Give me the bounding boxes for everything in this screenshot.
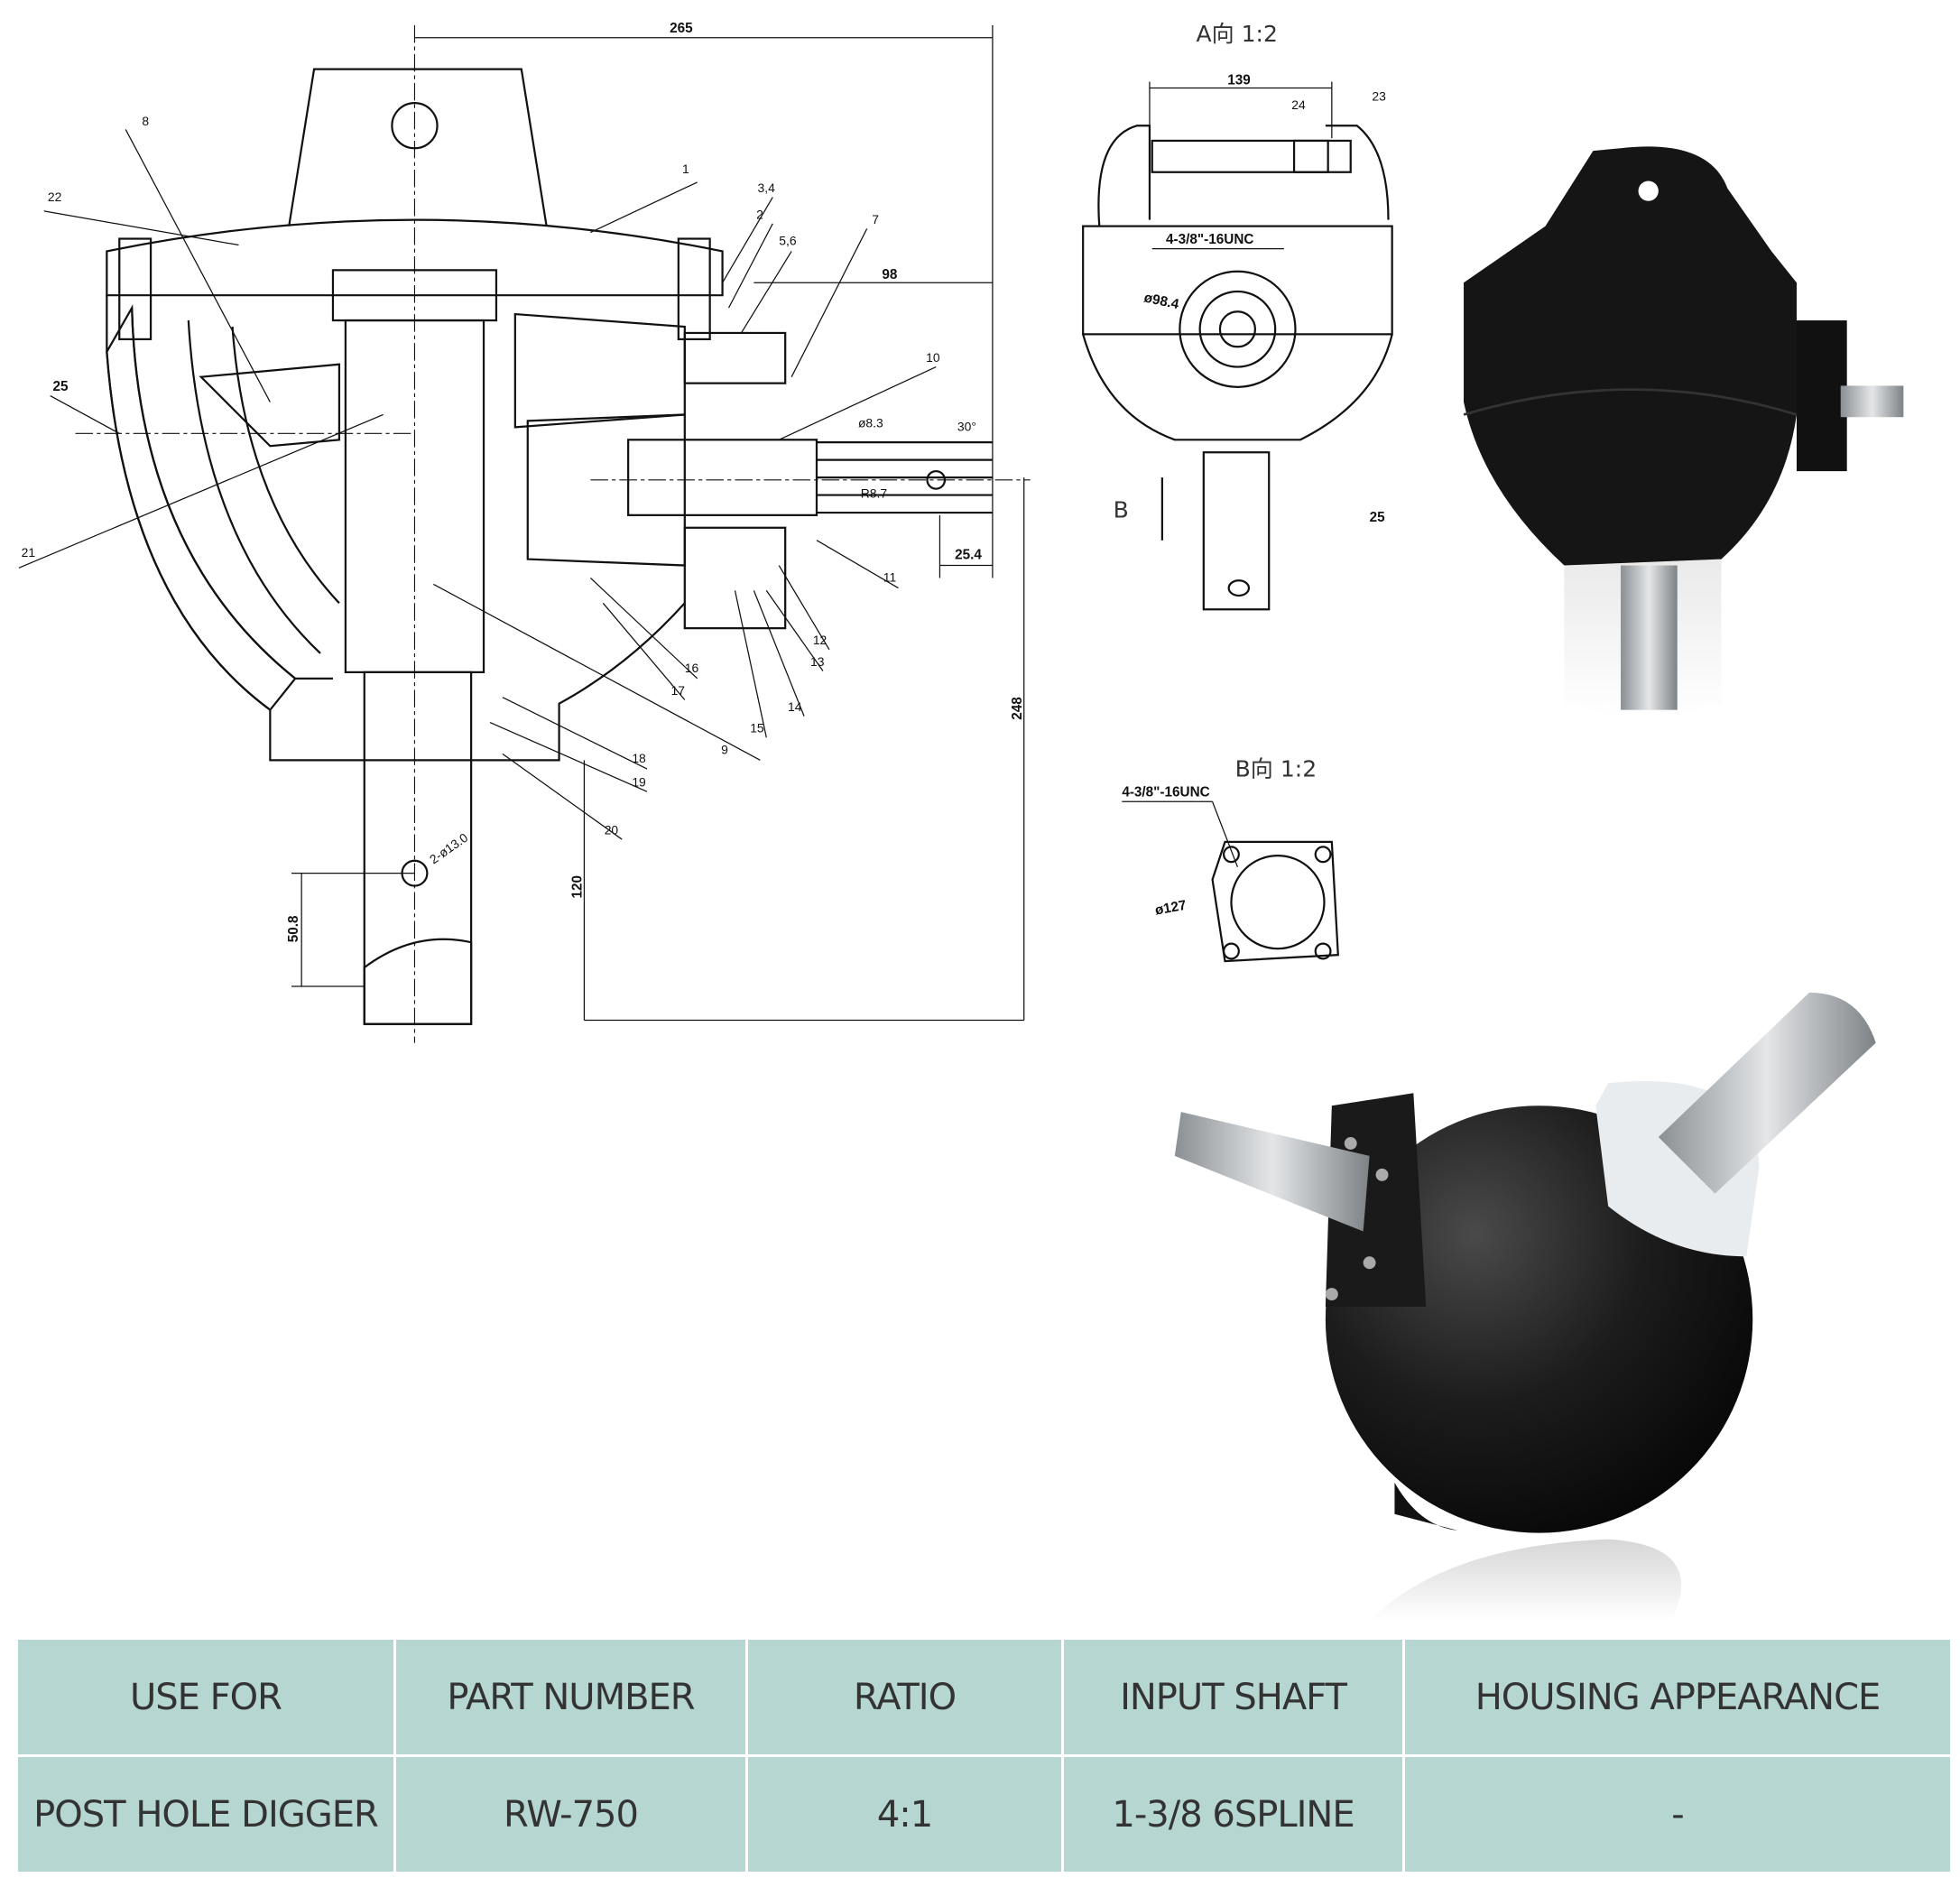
part-label: 10	[926, 350, 940, 365]
part-label: 2	[756, 207, 763, 221]
dim-angle: 30°	[957, 420, 976, 434]
view-a-label-23: 23	[1372, 88, 1386, 103]
gearbox-photo-front	[1463, 146, 1904, 717]
view-a-width: 139	[1227, 72, 1251, 88]
view-a-drawing: A向 1:2 139 24 23 4-3/8"-16UNC ø98.4 B 25	[1082, 21, 1393, 611]
part-label: 20	[605, 822, 619, 837]
part-labels	[18, 129, 937, 840]
view-a-label-24: 24	[1291, 97, 1306, 112]
dim-50-8: 50.8	[286, 915, 301, 942]
part-label: 13	[810, 654, 825, 669]
part-label: 25	[52, 379, 69, 394]
part-label: 1	[682, 162, 689, 176]
part-label: 15	[750, 721, 764, 735]
gearbox-photo-angled	[1174, 992, 1876, 1622]
dim-bore: ø8.3	[858, 415, 883, 430]
part-label: 18	[632, 751, 646, 765]
view-a-diameter: ø98.4	[1142, 290, 1180, 312]
cell-input-shaft: 1-3/8 6SPLINE	[1061, 1754, 1405, 1874]
dim-265: 265	[670, 21, 693, 36]
part-label: 8	[142, 114, 149, 128]
part-label: 17	[670, 683, 685, 698]
dim-radius: R8.7	[861, 486, 888, 500]
dim-25-4: 25.4	[955, 548, 982, 563]
section-drawing: 265 98 248 120 50.8 25.4 2-ø13.0 ø8.3 R8…	[18, 21, 1031, 1043]
dim-hole-spec: 2-ø13.0	[427, 830, 471, 867]
dim-248: 248	[1010, 697, 1025, 720]
view-a-arrow-b: B	[1114, 497, 1129, 523]
view-a-side-value: 25	[1370, 510, 1386, 525]
cell-use-for: POST HOLE DIGGER	[15, 1754, 396, 1874]
part-label: 22	[48, 190, 62, 204]
header-part-number: PART NUMBER	[393, 1637, 748, 1757]
view-a-thread: 4-3/8"-16UNC	[1166, 232, 1253, 247]
part-label: 19	[632, 775, 646, 790]
view-a-title: A向 1:2	[1196, 21, 1277, 47]
part-label: 3,4	[758, 180, 776, 195]
header-ratio: RATIO	[745, 1637, 1064, 1757]
part-label: 5,6	[779, 233, 797, 247]
table-row: POST HOLE DIGGER RW-750 4:1 1-3/8 6SPLIN…	[15, 1754, 1953, 1874]
part-label: 21	[22, 545, 36, 560]
product-illustration: 265 98 248 120 50.8 25.4 2-ø13.0 ø8.3 R8…	[18, 21, 1904, 1622]
part-label: 14	[788, 699, 802, 714]
cell-part-number: RW-750	[393, 1754, 748, 1874]
header-input-shaft: INPUT SHAFT	[1061, 1637, 1405, 1757]
dimension-lines	[291, 24, 1025, 1022]
cell-ratio: 4:1	[745, 1754, 1064, 1874]
header-housing-appearance: HOUSING APPEARANCE	[1402, 1637, 1953, 1757]
table-header-row: USE FOR PART NUMBER RATIO INPUT SHAFT HO…	[15, 1637, 1953, 1757]
part-label: 16	[685, 661, 699, 675]
dim-120: 120	[570, 875, 586, 899]
view-b-drawing: B向 1:2 4-3/8"-16UNC ø127	[1122, 755, 1339, 963]
part-label: 7	[872, 212, 879, 227]
part-label: 11	[883, 570, 897, 585]
dim-98: 98	[882, 267, 898, 282]
spec-table: USE FOR PART NUMBER RATIO INPUT SHAFT HO…	[15, 1637, 1953, 1874]
view-b-title: B向 1:2	[1235, 755, 1317, 782]
view-b-thread: 4-3/8"-16UNC	[1122, 785, 1209, 800]
header-use-for: USE FOR	[15, 1637, 396, 1757]
view-b-diameter: ø127	[1154, 898, 1188, 919]
cell-housing-appearance: -	[1402, 1754, 1953, 1874]
part-label: 9	[721, 742, 728, 756]
part-label: 12	[813, 633, 827, 647]
